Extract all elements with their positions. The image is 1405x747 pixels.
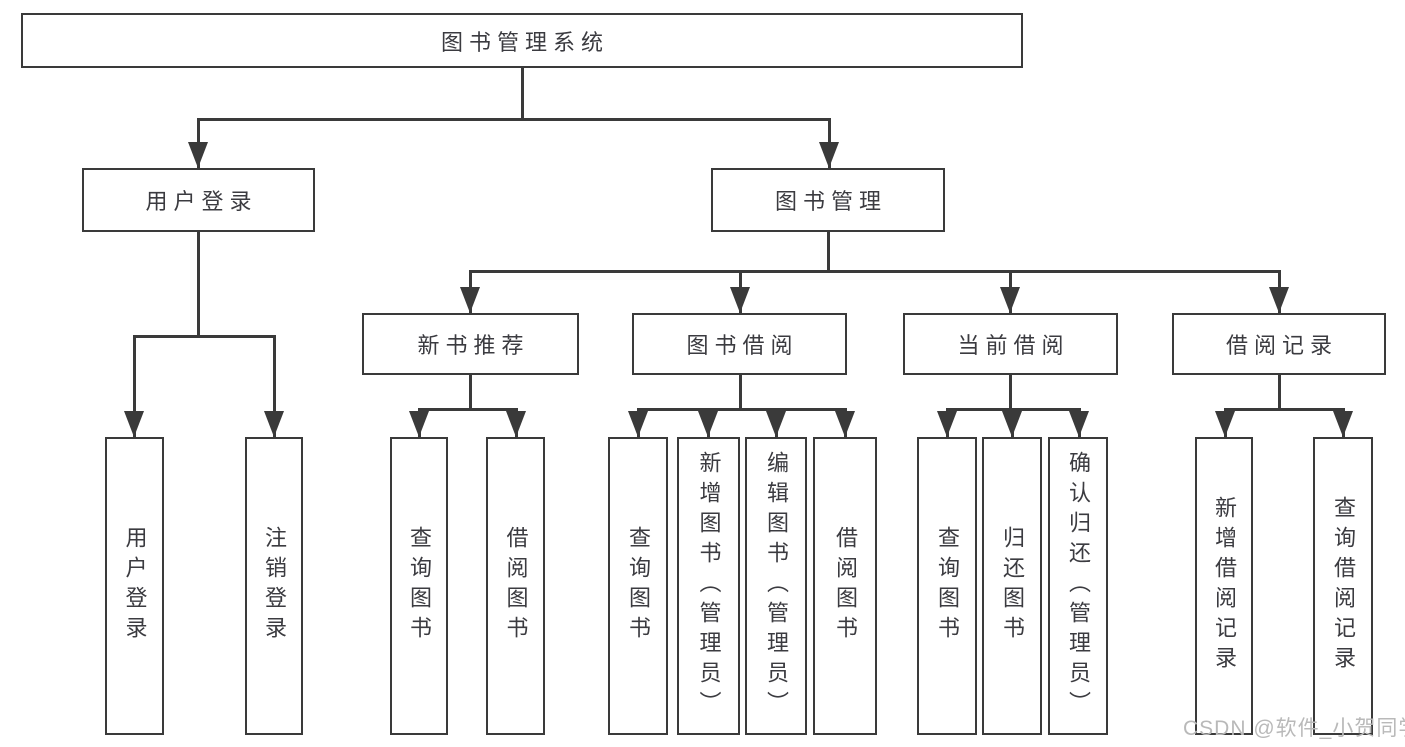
leaf-label: 用户登录 [122, 526, 148, 646]
arrowhead-down [188, 142, 208, 168]
arrowhead-down [1069, 411, 1089, 437]
arrowhead-down [124, 411, 144, 437]
leaf-label: 编辑图书（管理员） [764, 451, 789, 721]
connector-line [197, 232, 200, 337]
connector-line [418, 408, 518, 411]
leaf-label: 借阅图书 [503, 526, 529, 646]
node-book-borrowing: 图书借阅 [632, 313, 847, 375]
node-borrowing-records: 借阅记录 [1172, 313, 1386, 375]
connector-line [1009, 375, 1012, 410]
arrowhead-down [506, 411, 526, 437]
connector-line [133, 335, 275, 338]
node-book-management: 图书管理 [711, 168, 945, 232]
connector-line [637, 408, 846, 411]
leaf-query-books-recommend: 查询图书 [390, 437, 448, 735]
connector-line [1224, 408, 1344, 411]
leaf-return-books: 归还图书 [982, 437, 1042, 735]
connector-line [469, 375, 472, 410]
arrowhead-down [1269, 287, 1289, 313]
arrowhead-down [628, 411, 648, 437]
leaf-query-books-borrowing: 查询图书 [608, 437, 668, 735]
leaf-logout: 注销登录 [245, 437, 303, 735]
connector-line [1278, 375, 1281, 410]
leaf-confirm-return-admin: 确认归还（管理员） [1048, 437, 1108, 735]
connector-line [739, 375, 742, 410]
node-user-login: 用户登录 [82, 168, 315, 232]
arrowhead-down [460, 287, 480, 313]
connector-line [521, 68, 524, 120]
leaf-query-books-current: 查询图书 [917, 437, 977, 735]
node-new-book-recommendation: 新书推荐 [362, 313, 579, 375]
arrowhead-down [409, 411, 429, 437]
arrowhead-down [1002, 411, 1022, 437]
leaf-label: 查询图书 [626, 526, 651, 646]
leaf-label: 归还图书 [1000, 526, 1025, 646]
node-root: 图书管理系统 [21, 13, 1023, 68]
arrowhead-down [937, 411, 957, 437]
leaf-add-books-admin: 新增图书（管理员） [677, 437, 740, 735]
connector-line [273, 335, 276, 437]
connector-line [827, 232, 830, 272]
arrowhead-down [1333, 411, 1353, 437]
arrowhead-down [264, 411, 284, 437]
leaf-query-borrow-record: 查询借阅记录 [1313, 437, 1373, 735]
leaf-label: 新增图书（管理员） [696, 451, 722, 721]
leaf-borrow-books-recommend: 借阅图书 [486, 437, 545, 735]
arrowhead-down [698, 411, 718, 437]
node-current-borrowing: 当前借阅 [903, 313, 1118, 375]
arrowhead-down [1215, 411, 1235, 437]
arrowhead-down [1000, 287, 1020, 313]
leaf-borrow-books-borrowing: 借阅图书 [813, 437, 877, 735]
arrowhead-down [766, 411, 786, 437]
leaf-label: 注销登录 [262, 526, 287, 646]
leaf-label: 查询图书 [407, 526, 432, 646]
leaf-edit-books-admin: 编辑图书（管理员） [745, 437, 807, 735]
arrowhead-down [819, 142, 839, 168]
leaf-label: 查询借阅记录 [1331, 496, 1356, 676]
leaf-label: 查询图书 [935, 526, 960, 646]
leaf-label: 新增借阅记录 [1212, 496, 1237, 676]
watermark: CSDN @软件_小贺同学 [1183, 717, 1405, 740]
connector-line [197, 118, 830, 121]
arrowhead-down [835, 411, 855, 437]
leaf-label: 借阅图书 [833, 526, 858, 646]
leaf-user-login: 用户登录 [105, 437, 164, 735]
connector-line [133, 335, 136, 437]
leaf-add-borrow-record: 新增借阅记录 [1195, 437, 1253, 735]
arrowhead-down [730, 287, 750, 313]
leaf-label: 确认归还（管理员） [1066, 451, 1091, 721]
connector-line [469, 270, 1281, 273]
